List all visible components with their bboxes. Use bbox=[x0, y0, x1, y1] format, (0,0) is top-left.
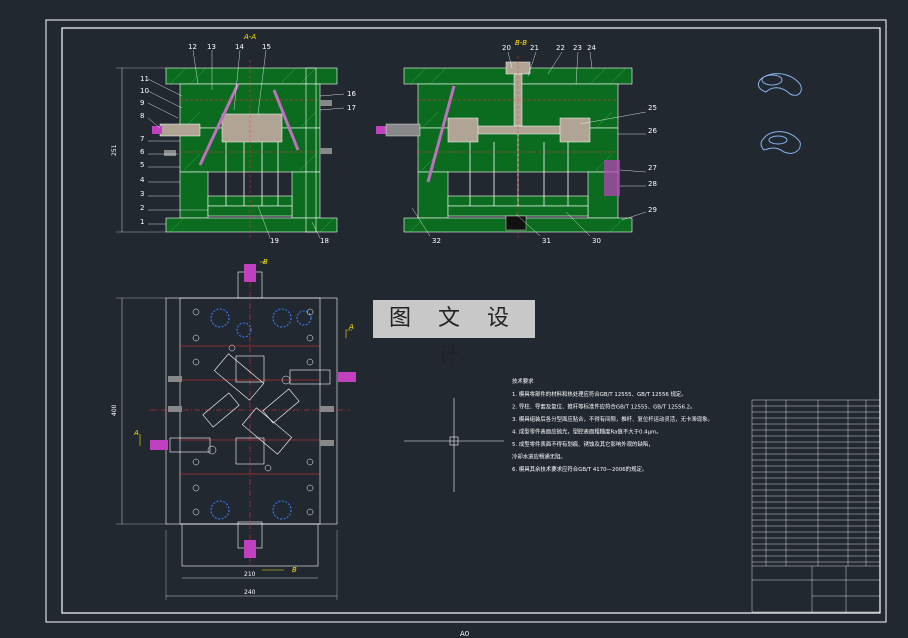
callout-3: 3 bbox=[140, 190, 144, 198]
plan-view: B A A B 400 210 240 bbox=[111, 258, 356, 600]
tech-notes: 技术要求 1. 模具零部件的材料和热处理应符合GB/T 12555、GB/T 1… bbox=[512, 377, 713, 473]
callout-32: 32 bbox=[432, 237, 441, 245]
callout-27: 27 bbox=[648, 164, 657, 172]
callouts-left: 11 10 9 8 7 6 5 4 3 2 1 bbox=[140, 75, 149, 226]
dim-width-inner: 210 bbox=[244, 571, 256, 578]
dim-width-outer: 240 bbox=[244, 589, 256, 596]
callout-18: 18 bbox=[320, 237, 329, 245]
callout-21: 21 bbox=[530, 44, 539, 52]
callouts-top-left: 12 13 14 15 bbox=[188, 43, 271, 51]
callout-9: 9 bbox=[140, 99, 144, 107]
crosshair bbox=[404, 398, 504, 492]
arrow-label-b-bottom: B bbox=[292, 566, 297, 574]
callout-11: 11 bbox=[140, 75, 149, 83]
callout-30: 30 bbox=[592, 237, 601, 245]
callout-14: 14 bbox=[235, 43, 244, 51]
callout-22: 22 bbox=[556, 44, 565, 52]
tech-note-line: 1. 模具零部件的材料和热处理应符合GB/T 12555、GB/T 12556 … bbox=[512, 390, 687, 398]
callout-24: 24 bbox=[587, 44, 596, 52]
inner-border bbox=[61, 27, 881, 614]
watermark: 图 文 设 计 bbox=[373, 300, 535, 369]
section-label-bb: B-B bbox=[515, 39, 527, 47]
callout-13: 13 bbox=[207, 43, 216, 51]
callout-15: 15 bbox=[262, 43, 271, 51]
callout-5: 5 bbox=[140, 161, 144, 169]
callout-20: 20 bbox=[502, 44, 511, 52]
callout-10: 10 bbox=[140, 87, 149, 95]
arrow-label-a-right: A bbox=[348, 323, 354, 331]
callouts-bottom-right: 32 31 30 bbox=[432, 237, 601, 245]
callout-2: 2 bbox=[140, 204, 144, 212]
callout-29: 29 bbox=[648, 206, 657, 214]
section-view-bb: B-B 20 21 22 23 24 25 26 27 28 29 32 31 30 bbox=[376, 39, 657, 245]
callout-31: 31 bbox=[542, 237, 551, 245]
callouts-top-right: 20 21 22 23 24 bbox=[502, 44, 596, 52]
callout-7: 7 bbox=[140, 135, 144, 143]
section-label-aa: A-A bbox=[243, 33, 256, 41]
callout-23: 23 bbox=[573, 44, 582, 52]
tech-note-line: 3. 模具组装后各分型面应贴合，不得有间隙，推杆、复位杆运动灵活，无卡滞现象。 bbox=[512, 415, 713, 423]
tech-note-line: 4. 成型零件表面应抛光，型腔表面粗糙度Ra值不大于0.4μm。 bbox=[512, 428, 662, 436]
tech-note-line: 5. 成型零件表面不得有划痕、锈蚀及其它影响外观的缺陷， bbox=[512, 440, 654, 448]
callout-8: 8 bbox=[140, 112, 144, 120]
callout-16: 16 bbox=[347, 90, 356, 98]
callouts-right: 25 26 27 28 29 bbox=[648, 104, 657, 214]
title-block bbox=[751, 399, 881, 613]
callout-4: 4 bbox=[140, 176, 145, 184]
tech-notes-title: 技术要求 bbox=[512, 377, 534, 385]
callout-1: 1 bbox=[140, 218, 144, 226]
dim-height-plan: 400 bbox=[111, 404, 118, 416]
callout-26: 26 bbox=[648, 127, 657, 135]
callout-19: 19 bbox=[270, 237, 279, 245]
tech-note-line: 冷却水道应畅通无阻。 bbox=[512, 453, 566, 461]
callout-6: 6 bbox=[140, 148, 145, 156]
part-3d-icons bbox=[757, 73, 802, 154]
dim-height-left: 251 bbox=[111, 144, 118, 156]
outer-border bbox=[45, 19, 887, 623]
callout-12: 12 bbox=[188, 43, 197, 51]
tech-note-line: 6. 模具其余技术要求应符合GB/T 4170—2006的规定。 bbox=[512, 465, 647, 473]
arrow-label-a-left: A bbox=[133, 429, 139, 437]
sheet-size-label: A0 bbox=[460, 630, 469, 638]
callout-28: 28 bbox=[648, 180, 657, 188]
callout-25: 25 bbox=[648, 104, 657, 112]
callout-17: 17 bbox=[347, 104, 356, 112]
arrow-label-b-top: B bbox=[263, 258, 268, 266]
tech-note-line: 2. 导柱、导套及复位、推杆等标准件应符合GB/T 12555、GB/T 125… bbox=[512, 403, 696, 411]
